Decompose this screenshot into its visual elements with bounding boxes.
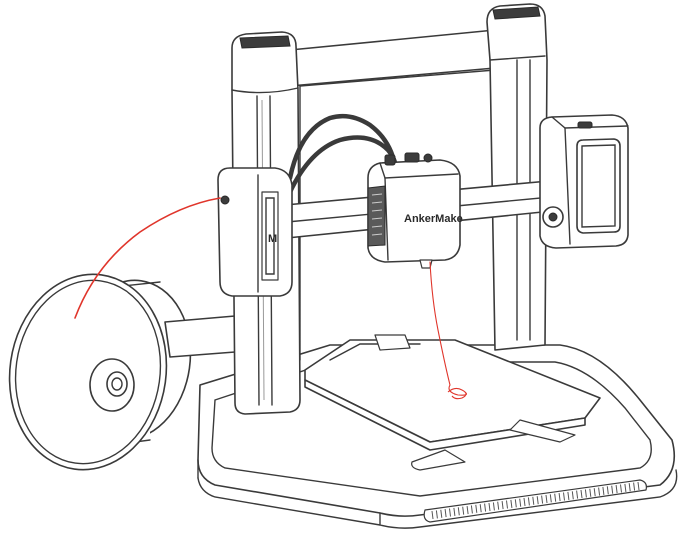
side-letter-label: M: [268, 233, 277, 245]
control-unit: [539, 114, 629, 249]
rear-frame: [289, 3, 548, 361]
vent-grille: [423, 479, 647, 523]
print-bed: [304, 334, 601, 471]
filament-spool: [8, 273, 236, 471]
brand-label: AnkerMake: [404, 213, 463, 225]
left-carriage: M: [217, 167, 293, 297]
filament-strand: [74, 197, 467, 400]
touch-screen: [576, 138, 621, 234]
print-head: AnkerMake: [367, 152, 463, 269]
